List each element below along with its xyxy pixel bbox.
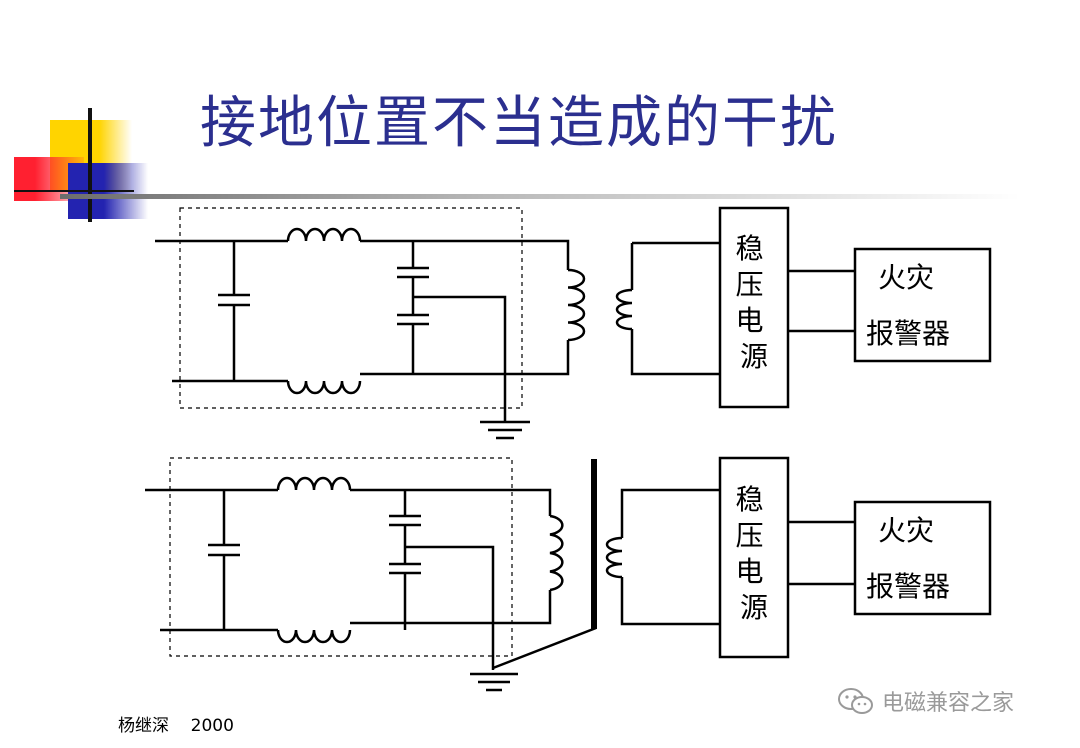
bottom-inductor <box>286 380 362 395</box>
top-inductor <box>276 476 352 491</box>
transformer-secondary <box>605 536 623 579</box>
page-title: 接地位置不当造成的干扰 <box>200 91 838 156</box>
regulator-char: 源 <box>740 591 768 624</box>
bottom-circuit <box>145 456 992 692</box>
input-capacitor <box>218 241 250 381</box>
top-inductor <box>286 227 362 242</box>
regulator-char: 压 <box>736 268 764 301</box>
voltage-regulator-box <box>718 456 790 659</box>
decorative-horizontal-line <box>14 190 134 192</box>
regulator-label-top: 稳 压 电 源 <box>736 232 773 373</box>
wechat-icon <box>838 688 873 714</box>
input-capacitor <box>208 490 240 630</box>
title-divider <box>60 194 1020 199</box>
regulator-char: 稳 <box>736 483 764 516</box>
ground-lead <box>405 545 495 670</box>
alarm-label-line2: 报警器 <box>866 317 950 350</box>
regulator-char: 稳 <box>736 232 764 265</box>
fire-alarm-box <box>853 247 992 363</box>
core-ground-wire <box>492 626 597 670</box>
y-capacitors <box>389 490 421 630</box>
top-rail-wire-right <box>360 239 570 270</box>
regulator-output-wires <box>788 520 855 586</box>
watermark-text: 电磁兼容之家 <box>882 691 1015 716</box>
ground-symbol <box>470 672 518 692</box>
decorative-vertical-line <box>88 108 92 222</box>
regulator-char: 源 <box>740 340 768 373</box>
regulator-label-bottom: 稳 压 电 源 <box>736 483 773 624</box>
bottom-inductor <box>276 629 352 644</box>
regulator-char: 电 <box>736 555 764 588</box>
author-credit: 杨继深 2000 <box>118 711 234 736</box>
transformer-primary <box>549 514 564 592</box>
transformer-secondary <box>615 288 633 331</box>
top-circuit <box>155 206 992 440</box>
filter-enclosure-dashed <box>169 457 513 657</box>
transformer-core <box>591 459 597 629</box>
fire-alarm-box <box>853 500 992 616</box>
transformer-primary <box>567 268 586 342</box>
ground-lead <box>413 295 507 422</box>
bottom-rail-wire-right <box>350 590 552 625</box>
voltage-regulator-box <box>718 206 790 409</box>
top-rail-wire-right <box>350 488 552 516</box>
author-name: 杨继深 <box>118 716 169 736</box>
filter-enclosure-dashed <box>179 207 523 409</box>
regulator-char: 压 <box>736 519 764 552</box>
alarm-label-line1: 火灾 <box>878 514 934 547</box>
regulator-output-wires <box>788 269 855 333</box>
secondary-wires <box>620 488 720 626</box>
regulator-char: 电 <box>736 304 764 337</box>
y-capacitors <box>397 241 429 374</box>
alarm-label-line2: 报警器 <box>866 570 950 603</box>
alarm-label-line1: 火灾 <box>878 261 934 294</box>
author-year: 2000 <box>190 716 234 736</box>
watermark: 电磁兼容之家 <box>836 686 1014 716</box>
bottom-rail-wire-right <box>360 340 570 376</box>
secondary-wires <box>630 241 720 376</box>
ground-symbol <box>480 420 530 440</box>
